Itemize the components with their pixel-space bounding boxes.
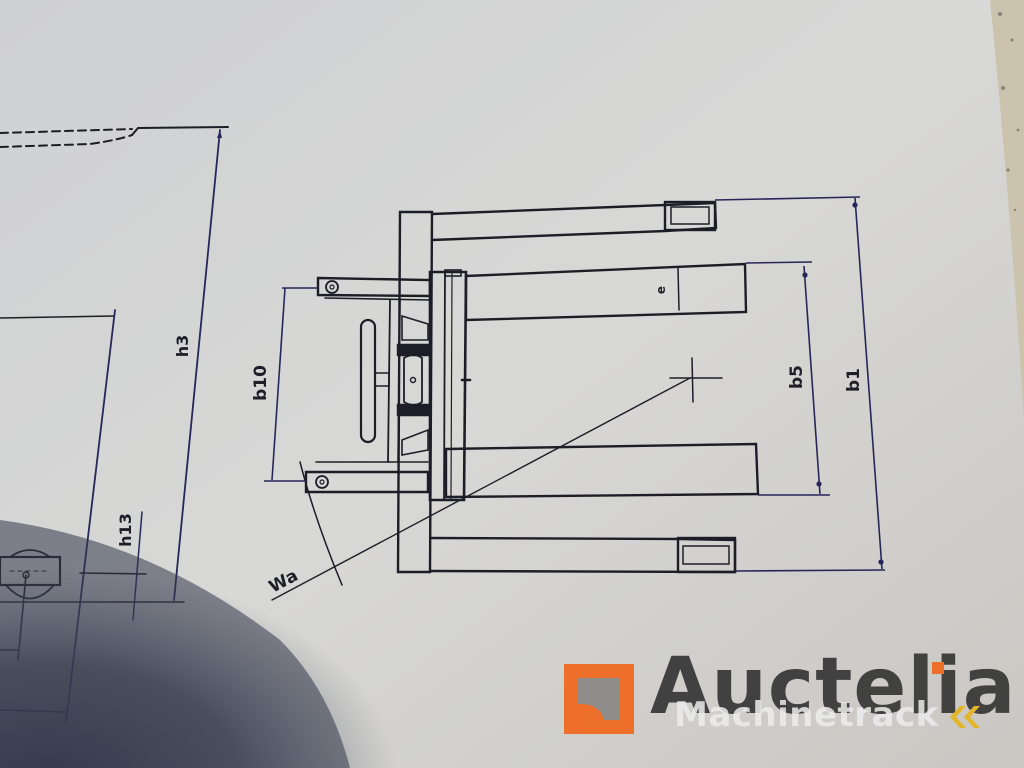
- label-h3: h3: [173, 335, 192, 358]
- label-e: e: [654, 286, 668, 294]
- surface-speckles: [998, 12, 1020, 212]
- watermark: Auctelia Machinetrack: [562, 648, 1015, 740]
- shadow-core: [0, 520, 350, 768]
- watermark-sub-brand: Machinetrack: [674, 695, 939, 735]
- label-b10: b10: [251, 365, 271, 401]
- label-b5: b5: [787, 365, 807, 389]
- dimension-lines: [264, 196, 886, 572]
- watermark-i-dot: [932, 662, 944, 674]
- chevron-left-icon: [950, 706, 980, 728]
- auctelia-logo-icon: [564, 664, 634, 734]
- label-b1: b1: [844, 368, 864, 392]
